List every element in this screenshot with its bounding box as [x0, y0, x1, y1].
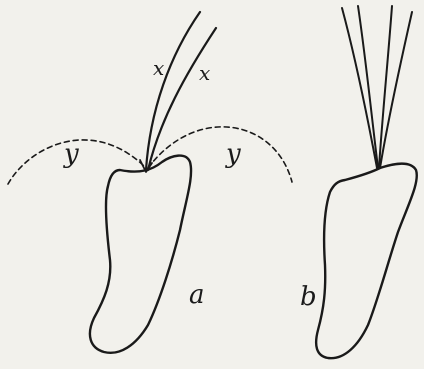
- figure-b: b: [300, 6, 417, 358]
- figure-label-a: a: [189, 280, 205, 310]
- body-outline-a: [90, 156, 191, 353]
- stalk-b-3: [379, 6, 392, 168]
- arc-label-right: y: [225, 139, 241, 169]
- arc-label-left: y: [63, 139, 79, 169]
- figure-a: x x y y a: [8, 12, 292, 353]
- stalk-b-1: [342, 8, 377, 168]
- stalk-label-right: x: [199, 61, 210, 85]
- figure-label-b: b: [300, 282, 317, 312]
- dashed-arc-right: [148, 127, 292, 182]
- stalk-label-left: x: [153, 56, 164, 80]
- body-outline-b: [316, 164, 417, 358]
